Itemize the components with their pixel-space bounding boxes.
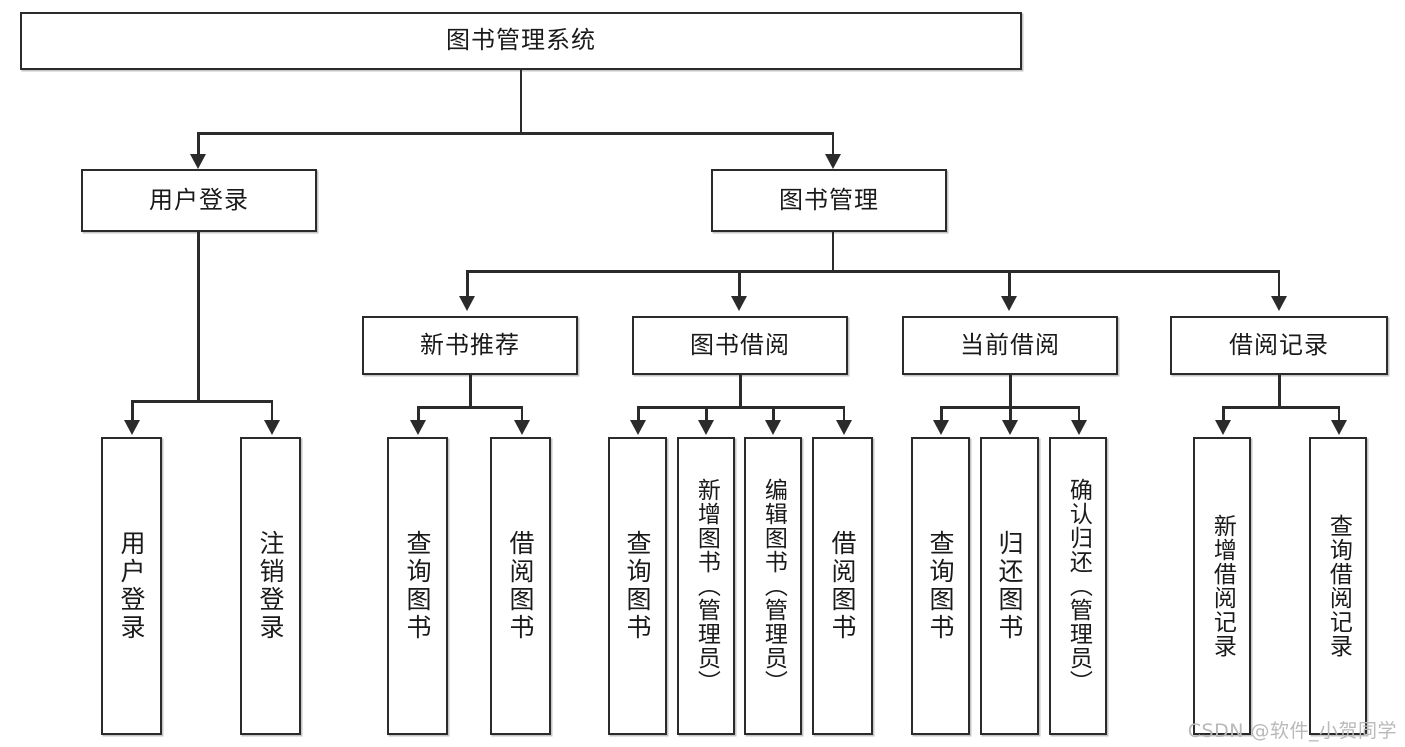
leaf-label: 查询图书 [623,530,652,642]
arrowhead-borrow-record [1270,296,1287,311]
connector-user-login-leaf-2 [270,400,273,422]
connector-level3-bus [466,270,1280,273]
leaf-borrow-record-query-record[interactable]: 查询借阅记录 [1309,437,1367,735]
leaf-label: 查询借阅记录 [1325,514,1352,658]
leaf-label: 借阅图书 [828,530,857,642]
connector-book-borrow-leaf-4 [842,406,845,422]
leaf-book-borrow-edit-book-admin[interactable]: 编辑图书（管理员） [744,437,802,735]
arrowhead-current-borrow-leaf-2 [1002,420,1018,435]
leaf-new-book-borrow-books[interactable]: 借阅图书 [490,437,551,735]
arrowhead-current-borrow [1001,296,1017,311]
arrowhead-current-borrow-leaf-1 [933,420,949,435]
arrowhead-user-login-leaf-2 [263,420,280,435]
connector-root-stem [519,70,522,134]
node-label: 图书管理系统 [446,26,596,55]
connector-book-borrow-leaf-2 [705,406,708,422]
node-root-book-management-system[interactable]: 图书管理系统 [20,12,1022,70]
node-user-login[interactable]: 用户登录 [81,169,317,232]
connector-book-borrow-bus [637,406,845,409]
leaf-label: 查询图书 [403,530,432,642]
connector-borrow-record-stem [1278,375,1281,408]
arrowhead-book-borrow-leaf-4 [835,420,852,435]
leaf-new-book-query-books[interactable]: 查询图书 [387,437,448,735]
arrowhead-book-management [824,154,841,169]
node-current-borrow[interactable]: 当前借阅 [902,316,1118,375]
node-book-borrow[interactable]: 图书借阅 [632,316,848,375]
leaf-label: 归还图书 [995,530,1024,642]
leaf-label: 查询图书 [926,530,955,642]
arrowhead-book-borrow [731,296,747,311]
connector-user-login-bus [131,400,273,403]
node-new-book-recommend[interactable]: 新书推荐 [362,316,578,375]
arrowhead-book-borrow-leaf-3 [765,420,781,435]
arrowhead-user-login [190,154,206,169]
connector-user-login-stem [197,232,200,402]
node-borrow-record[interactable]: 借阅记录 [1170,316,1388,375]
arrowhead-book-borrow-leaf-1 [630,420,646,435]
node-book-management[interactable]: 图书管理 [711,169,947,232]
node-label: 用户登录 [149,185,249,214]
connector-to-current-borrow [1008,270,1011,298]
connector-to-new-book [466,270,469,298]
connector-borrow-record-leaf-1 [1222,406,1225,422]
connector-current-borrow-stem [1009,375,1012,408]
connector-current-borrow-leaf-1 [940,406,943,422]
connector-borrow-record-leaf-2 [1337,406,1340,422]
connector-current-borrow-leaf-3 [1077,406,1080,422]
leaf-label: 编辑图书（管理员） [760,478,787,694]
connector-to-book-borrow [738,270,741,298]
arrowhead-new-book [459,296,475,311]
connector-borrow-record-bus [1222,406,1340,409]
connector-book-management-stem [831,232,834,272]
node-label: 新书推荐 [420,330,520,359]
leaf-current-borrow-confirm-return-admin[interactable]: 确认归还（管理员） [1049,437,1107,735]
leaf-user-logout[interactable]: 注销登录 [240,437,301,735]
node-label: 当前借阅 [960,330,1060,359]
connector-new-book-bus [417,406,523,409]
connector-current-borrow-leaf-2 [1009,406,1012,422]
connector-to-borrow-record [1277,270,1280,298]
connector-to-user-login [197,132,200,156]
leaf-book-borrow-query-books[interactable]: 查询图书 [608,437,667,735]
leaf-label: 新增借阅记录 [1209,514,1236,658]
node-label: 借阅记录 [1229,330,1329,359]
arrowhead-current-borrow-leaf-3 [1070,420,1087,435]
connector-book-borrow-leaf-1 [637,406,640,422]
node-label: 图书借阅 [690,330,790,359]
arrowhead-borrow-record-leaf-1 [1215,420,1231,435]
arrowhead-borrow-record-leaf-2 [1330,420,1347,435]
leaf-label: 用户登录 [117,530,146,642]
connector-level2-bus [197,132,833,135]
arrowhead-user-login-leaf-1 [124,420,140,435]
leaf-current-borrow-return-books[interactable]: 归还图书 [980,437,1039,735]
connector-new-book-stem [469,375,472,408]
leaf-user-login[interactable]: 用户登录 [101,437,162,735]
arrowhead-new-book-leaf-2 [513,420,530,435]
leaf-book-borrow-borrow-books[interactable]: 借阅图书 [812,437,873,735]
leaf-label: 确认归还（管理员） [1065,478,1092,694]
connector-new-book-leaf-2 [520,406,523,422]
connector-to-book-management [831,132,834,156]
leaf-borrow-record-add-record[interactable]: 新增借阅记录 [1193,437,1251,735]
node-label: 图书管理 [779,185,879,214]
leaf-label: 新增图书（管理员） [693,478,720,694]
leaf-book-borrow-add-book-admin[interactable]: 新增图书（管理员） [677,437,735,735]
leaf-label: 注销登录 [256,530,285,642]
leaf-current-borrow-query-books[interactable]: 查询图书 [911,437,970,735]
leaf-label: 借阅图书 [506,530,535,642]
connector-book-borrow-stem [739,375,742,408]
connector-user-login-leaf-1 [131,400,134,422]
arrowhead-new-book-leaf-1 [410,420,426,435]
arrowhead-book-borrow-leaf-2 [698,420,714,435]
connector-new-book-leaf-1 [417,406,420,422]
connector-book-borrow-leaf-3 [772,406,775,422]
